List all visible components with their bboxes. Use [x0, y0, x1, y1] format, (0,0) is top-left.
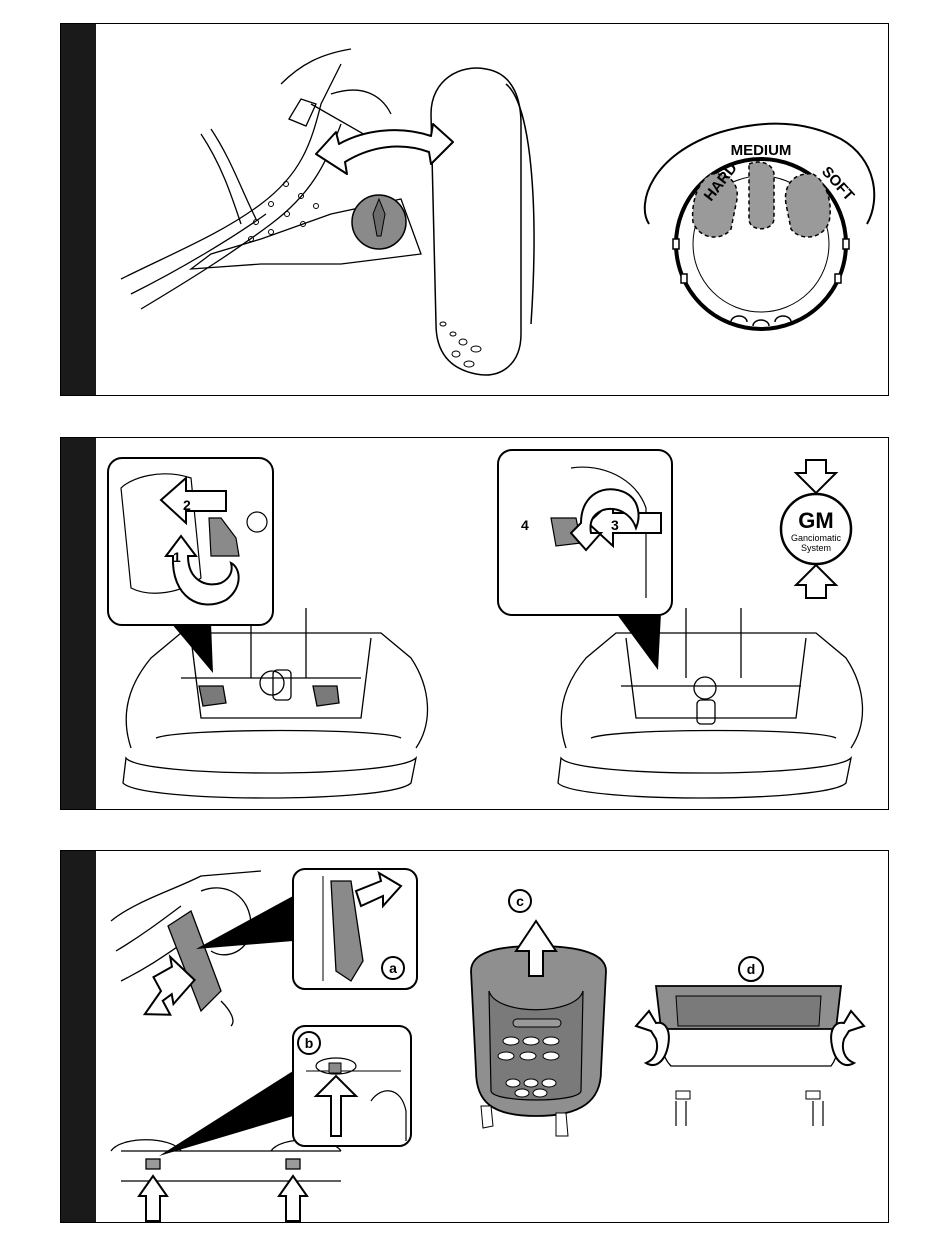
left-callout-pointer: [171, 623, 213, 673]
panel-cover-removal: a b: [60, 850, 889, 1223]
right-chassis: [558, 608, 862, 798]
inset-a-pointer: [196, 896, 293, 949]
inset-b: b: [293, 1026, 411, 1146]
inset-a: a: [293, 869, 417, 989]
wheel: [431, 68, 534, 375]
panel-suspension-adjust: HARD MEDIUM SOFT: [60, 23, 889, 396]
seat-part-d: d: [656, 957, 841, 1126]
medium-label: MEDIUM: [731, 142, 792, 159]
left-chassis: [123, 608, 427, 798]
step-1-label: 1: [173, 549, 181, 565]
gm-logo: GM Ganciomatic System: [781, 460, 851, 598]
push-up-arrows: [139, 1176, 307, 1221]
callout-d: d: [747, 961, 756, 977]
callout-b: b: [305, 1035, 314, 1051]
firmness-dial: HARD MEDIUM SOFT: [645, 124, 874, 329]
gm-mark: GM: [798, 508, 833, 533]
suspension-illustration: HARD MEDIUM SOFT: [61, 24, 889, 396]
gm-line-1: Ganciomatic: [791, 533, 842, 543]
frame-drawing: [121, 49, 421, 309]
adjustment-knob: [352, 195, 406, 249]
panel-seat-release: 2 1 3: [60, 437, 889, 810]
step-3-label: 3: [611, 517, 619, 533]
callout-a: a: [389, 960, 397, 976]
inset-b-pointer: [159, 1071, 293, 1156]
cover-removal-illustration: a b: [61, 851, 889, 1223]
step-2-label: 2: [183, 497, 191, 513]
gm-line-2: System: [801, 543, 831, 553]
left-clips: [199, 686, 339, 706]
step-4-label: 4: [521, 517, 529, 533]
seat-release-illustration: 2 1 3: [61, 438, 889, 810]
right-callout-pointer: [616, 613, 661, 670]
callout-c: c: [516, 893, 524, 909]
